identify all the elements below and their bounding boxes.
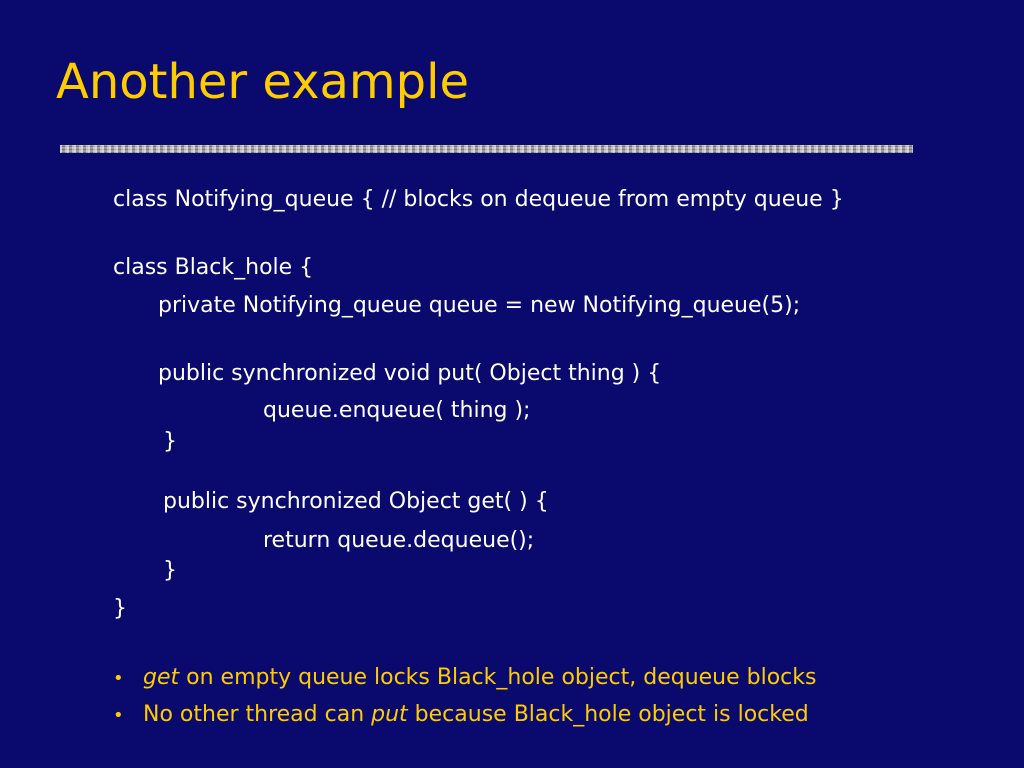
- bullet-dot-icon: •: [113, 668, 124, 689]
- bullet-2-text-before: No other thread can: [143, 702, 372, 727]
- code-line-queue-field: private Notifying_queue queue = new Noti…: [158, 293, 801, 318]
- bullet-dot-icon: •: [113, 705, 124, 726]
- bullet-1: • get on empty queue locks Black_hole obj…: [113, 667, 816, 689]
- code-line-get-signature: public synchronized Object get( ) {: [163, 489, 549, 514]
- code-line-class-close: }: [113, 596, 127, 621]
- bullet-1-text: on empty queue locks Black_hole object, …: [179, 665, 817, 690]
- bullet-1-emphasis: get: [143, 665, 180, 690]
- code-line-put-close: }: [163, 429, 177, 454]
- bullet-2: • No other thread can put because Black_h…: [113, 704, 809, 726]
- code-line-dequeue: return queue.dequeue();: [263, 528, 535, 553]
- code-line-enqueue: queue.enqueue( thing );: [263, 398, 531, 423]
- code-line-put-signature: public synchronized void put( Object thi…: [158, 361, 662, 386]
- code-line-class-black-hole: class Black_hole {: [113, 255, 314, 280]
- code-line-get-close: }: [163, 558, 177, 583]
- slide-title: Another example: [56, 54, 469, 110]
- title-divider: [60, 145, 913, 153]
- bullet-2-emphasis: put: [371, 702, 408, 727]
- code-line-notifying-queue: class Notifying_queue { // blocks on deq…: [113, 187, 844, 212]
- bullet-2-text-after: because Black_hole object is locked: [407, 702, 809, 727]
